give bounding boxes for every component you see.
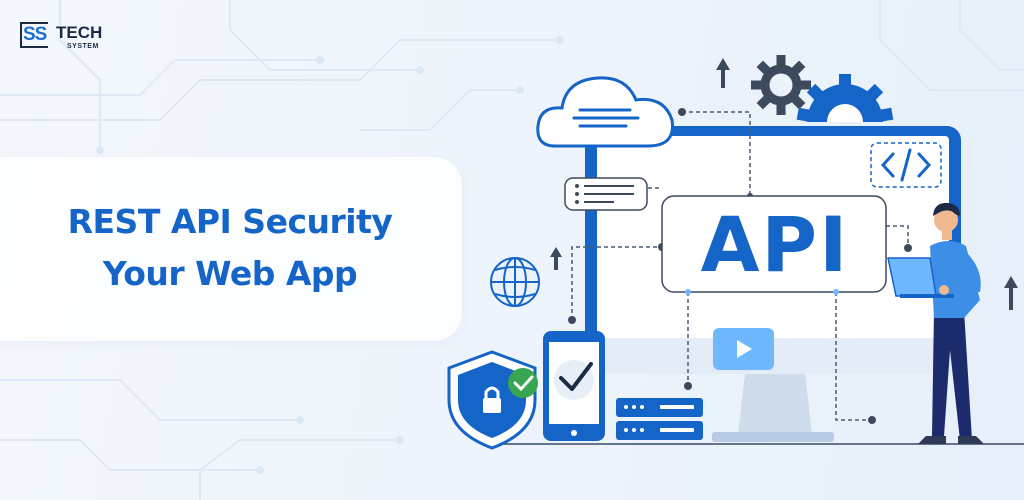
developer-with-laptop: [887, 202, 984, 444]
logo-tech-text: TECH: [56, 23, 103, 42]
logo-frame: [20, 22, 48, 48]
play-button-icon: [713, 328, 774, 370]
title-panel: [0, 157, 462, 341]
title-line-2: Your Web App: [102, 254, 358, 293]
logo-system-text: SYSTEM: [67, 43, 99, 50]
large-gear-icon: [796, 74, 894, 123]
company-logo[interactable]: SS TECH SYSTEM: [20, 22, 110, 58]
globe-icon: [490, 257, 540, 307]
arrow-up-icon: [716, 58, 730, 88]
shield-lock-icon: [447, 350, 537, 450]
api-box: [661, 195, 887, 293]
server-icon: [616, 398, 703, 440]
gear-icon: [751, 55, 811, 115]
check-badge-icon: [508, 368, 538, 398]
list-card-icon: [564, 177, 648, 211]
page-title: REST API Security Your Web App: [0, 196, 460, 300]
api-label: API: [700, 199, 850, 289]
code-icon: [870, 142, 942, 188]
title-line-1: REST API Security: [67, 202, 393, 241]
cloud-icon: [536, 76, 674, 148]
arrow-up-icon: [1004, 276, 1018, 310]
phone-check-icon: [543, 331, 605, 441]
logo-ss-text: SS: [23, 24, 47, 45]
arrow-up-icon: [550, 247, 562, 270]
